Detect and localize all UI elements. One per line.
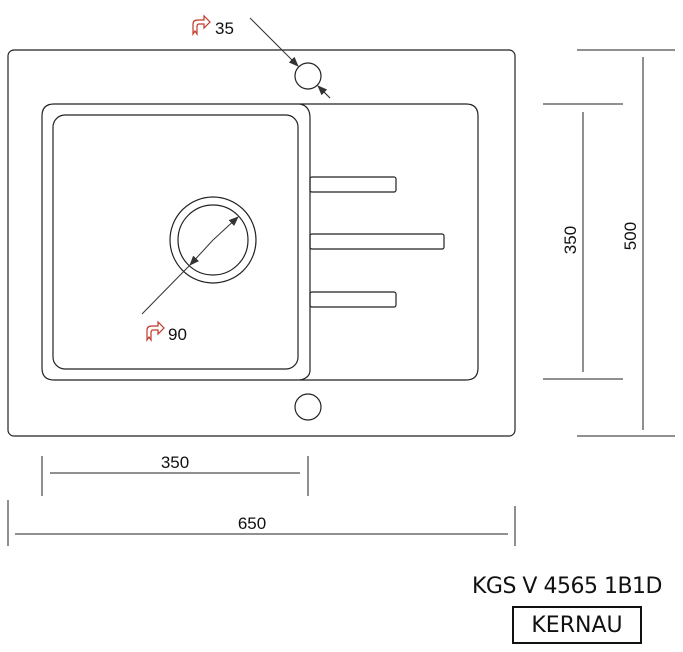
drainer-rib xyxy=(309,176,397,193)
model-name: KGS V 4565 1B1D xyxy=(472,574,662,599)
overflow-hole xyxy=(294,62,322,90)
total-width-label: 650 xyxy=(238,514,266,533)
total-depth-label: 500 xyxy=(621,222,640,250)
brand-logo: KERNAU xyxy=(512,606,642,644)
bowl-drainer-outline xyxy=(41,103,479,381)
drain-inner xyxy=(177,204,249,276)
tap-hole xyxy=(294,393,322,421)
drain-diameter-label: 90 xyxy=(168,325,187,344)
bowl-width-label: 350 xyxy=(161,453,189,472)
bowl-depth-label: 350 xyxy=(561,226,580,254)
drain-outer xyxy=(169,196,257,284)
drainer-rib xyxy=(309,233,445,250)
sink-outline xyxy=(7,49,516,437)
drainer-rib xyxy=(309,291,397,308)
brand-name: KERNAU xyxy=(531,612,623,638)
bowl xyxy=(52,114,299,370)
overflow-diameter-label: 35 xyxy=(215,19,234,38)
diameter-icon xyxy=(146,14,211,342)
bowl-rim xyxy=(299,103,311,381)
